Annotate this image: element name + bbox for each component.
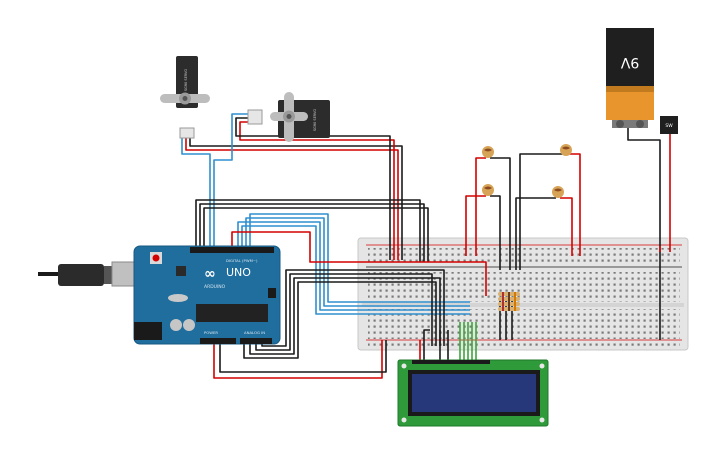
digital-header-label: DIGITAL (PWM~) (226, 258, 258, 263)
servo-2-label: SG90 SERVO (313, 109, 317, 132)
analog-header-label: ANALOG IN (244, 330, 265, 335)
power-header-label: POWER (204, 330, 218, 335)
photoresistor-3[interactable] (482, 184, 494, 196)
arduino-uno[interactable]: ∞ UNO ARDUINO DIGITAL (PWM~) POWER ANALO… (133, 245, 281, 345)
servo-2[interactable]: SG90 SERVO (247, 92, 330, 142)
lcd-screen (412, 374, 536, 412)
wire-servo2-power (239, 121, 395, 260)
reset-button-icon[interactable] (152, 254, 160, 262)
usb-cable[interactable] (38, 261, 135, 287)
power-jack[interactable] (134, 322, 162, 340)
wire-servo2-signal (213, 113, 262, 248)
photoresistor-4[interactable] (552, 186, 564, 198)
wire-servo1-signal (181, 138, 211, 248)
photoresistor-1[interactable] (482, 146, 494, 158)
wire-servo2-ground (235, 117, 391, 260)
board-brand-label: UNO (226, 266, 251, 279)
lcd-pin-header (412, 360, 490, 364)
atmega-chip (196, 304, 268, 322)
arduino-infinity-logo: ∞ (204, 266, 216, 282)
wire-servo1-power (185, 138, 399, 260)
switch-label: SW (665, 123, 673, 129)
power-header[interactable] (200, 338, 236, 344)
resistor-array[interactable] (498, 292, 520, 311)
battery-voltage-label: 9V (620, 54, 639, 70)
servo-1-label: SG90 SERVO (184, 69, 188, 92)
analog-header[interactable] (240, 338, 272, 344)
battery-9v[interactable]: 9V (606, 28, 654, 128)
wires (181, 113, 671, 379)
board-model-label: ARDUINO (204, 284, 226, 290)
digital-header[interactable] (190, 247, 274, 253)
wire-servo1-ground (189, 138, 403, 260)
servo-1[interactable]: SG90 SERVO (160, 56, 210, 139)
lcd-16x2[interactable] (397, 359, 549, 427)
photoresistor-2[interactable] (560, 144, 572, 156)
slide-switch[interactable]: SW (660, 116, 678, 134)
breadboard[interactable] (357, 237, 689, 351)
